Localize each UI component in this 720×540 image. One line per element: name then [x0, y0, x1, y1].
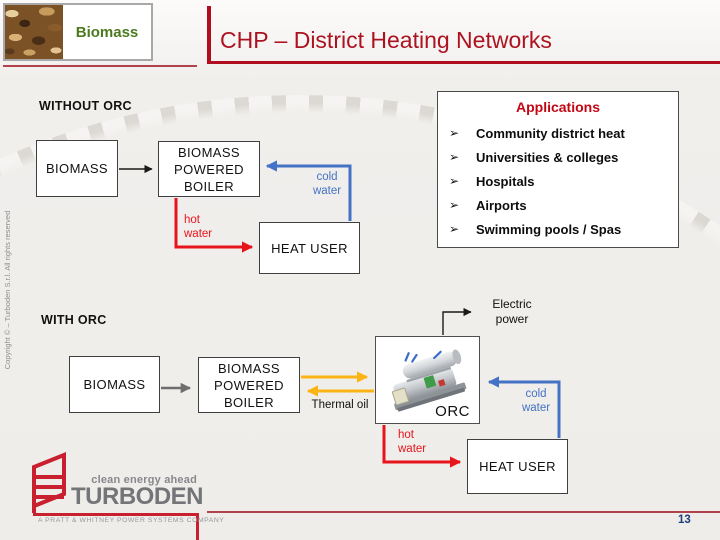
without-orc-cold-water-label: cold water — [312, 171, 342, 197]
brand-name: TURBODEN — [71, 483, 204, 510]
arrow-bullet-icon: ➢ — [449, 198, 460, 212]
orc-skid-shadow — [397, 387, 466, 412]
logo-underline — [33, 513, 198, 516]
without-orc-biomass-box: BIOMASS — [36, 140, 118, 197]
with-orc-hot-water-label: hot water — [398, 429, 427, 455]
without-orc-hot-water-label: hot water — [184, 214, 213, 240]
footer-corner-line — [196, 513, 199, 540]
arrow-bullet-icon: ➢ — [449, 150, 460, 164]
applications-panel: Applications ➢ Community district heat ➢ U… — [437, 91, 679, 248]
orc-green-module — [423, 375, 437, 389]
arrow-bullet-icon: ➢ — [449, 174, 460, 188]
applications-item-label: Swimming pools / Spas — [476, 221, 622, 237]
thermal-oil-label: Thermal oil — [311, 399, 369, 411]
applications-item: ➢ Community district heat — [438, 121, 678, 145]
applications-item: ➢ Hospitals — [438, 169, 678, 193]
with-orc-heading: WITH ORC — [41, 313, 107, 327]
wood-chips-image — [5, 5, 63, 59]
applications-list: ➢ Community district heat ➢ Universities &… — [438, 121, 678, 241]
electric-power-arrow — [442, 307, 472, 335]
slide-title: CHP – District Heating Networks — [220, 27, 552, 53]
logo-outline — [32, 452, 66, 509]
applications-item: ➢ Airports — [438, 193, 678, 217]
brand-tagline: clean energy ahead — [91, 474, 197, 486]
with-orc-cold-water-label: cold water — [521, 388, 551, 414]
applications-item: ➢ Universities & colleges — [438, 145, 678, 169]
orc-flow-arrows — [404, 350, 442, 363]
without-orc-boiler-box: BIOMASS POWERED BOILER — [158, 141, 260, 197]
orc-turbine-cylinder — [402, 351, 458, 379]
applications-item-label: Community district heat — [476, 125, 625, 141]
orc-label: ORC — [435, 403, 470, 420]
orc-red-module — [438, 379, 446, 387]
header-left-rule — [3, 65, 197, 67]
applications-item-label: Airports — [476, 197, 527, 213]
orc-machine-illustration — [391, 349, 467, 412]
copyright-vertical-text: Copyright © – Turboden S.r.l. All rights… — [3, 210, 12, 370]
applications-item-label: Universities & colleges — [476, 149, 619, 165]
orc-pipe — [406, 366, 452, 383]
applications-title: Applications — [515, 99, 600, 115]
arrow-bullet-icon: ➢ — [449, 126, 460, 140]
with-orc-boiler-box: BIOMASS POWERED BOILER — [198, 357, 300, 413]
arrow-bullet-icon: ➢ — [449, 222, 460, 236]
title-underline — [207, 61, 720, 64]
applications-item-label: Hospitals — [476, 173, 535, 189]
without-orc-heading: WITHOUT ORC — [39, 99, 132, 113]
company-line: A PRATT & WHITNEY POWER SYSTEMS COMPANY — [38, 517, 225, 524]
orc-control-cabinet — [391, 387, 409, 406]
turboden-logo-icon — [32, 452, 66, 513]
biomass-photo-card: Biomass — [3, 3, 153, 61]
with-orc-biomass-box: BIOMASS — [69, 356, 160, 413]
logo-rungs — [34, 475, 64, 499]
orc-cylinder-endcap — [452, 349, 462, 365]
turbine-blades-background-right — [610, 0, 720, 540]
page-number: 13 — [678, 514, 691, 526]
title-accent-bar — [207, 6, 211, 62]
with-orc-heat-user-box: HEAT USER — [467, 439, 568, 494]
orc-machine-group — [391, 349, 467, 412]
without-orc-heat-user-box: HEAT USER — [259, 222, 360, 274]
applications-item: ➢ Swimming pools / Spas — [438, 217, 678, 241]
orc-lower-body — [393, 368, 457, 403]
orc-skid-base — [394, 382, 467, 411]
footer-rule — [207, 511, 720, 513]
orc-unit-box: ORC — [375, 336, 480, 424]
biomass-card-label: Biomass — [75, 23, 139, 41]
electric-power-label: Electric power — [492, 297, 532, 326]
